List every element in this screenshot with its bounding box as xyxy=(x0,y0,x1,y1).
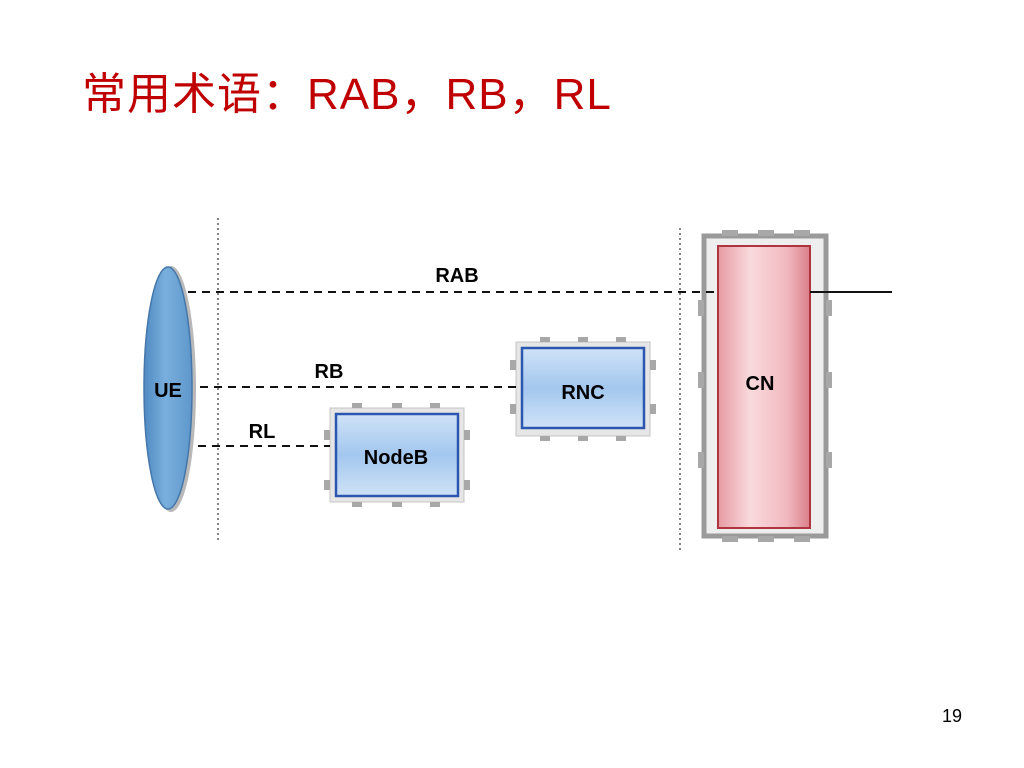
cn-node: CN xyxy=(698,230,832,542)
rnc-label: RNC xyxy=(561,382,604,404)
ue-label: UE xyxy=(154,380,182,402)
nodeb-label: NodeB xyxy=(364,447,428,469)
slide-title: 常用术语：RAB，RB，RL xyxy=(82,70,612,119)
rnc-node: RNC xyxy=(510,337,656,441)
rb-label: RB xyxy=(315,361,344,383)
cn-label: CN xyxy=(746,373,775,395)
nodeb-node: NodeB xyxy=(324,403,470,507)
rl-label: RL xyxy=(249,421,276,443)
page-number: 19 xyxy=(941,706,962,726)
rab-label: RAB xyxy=(435,265,478,287)
ue-node: UE xyxy=(143,266,196,512)
